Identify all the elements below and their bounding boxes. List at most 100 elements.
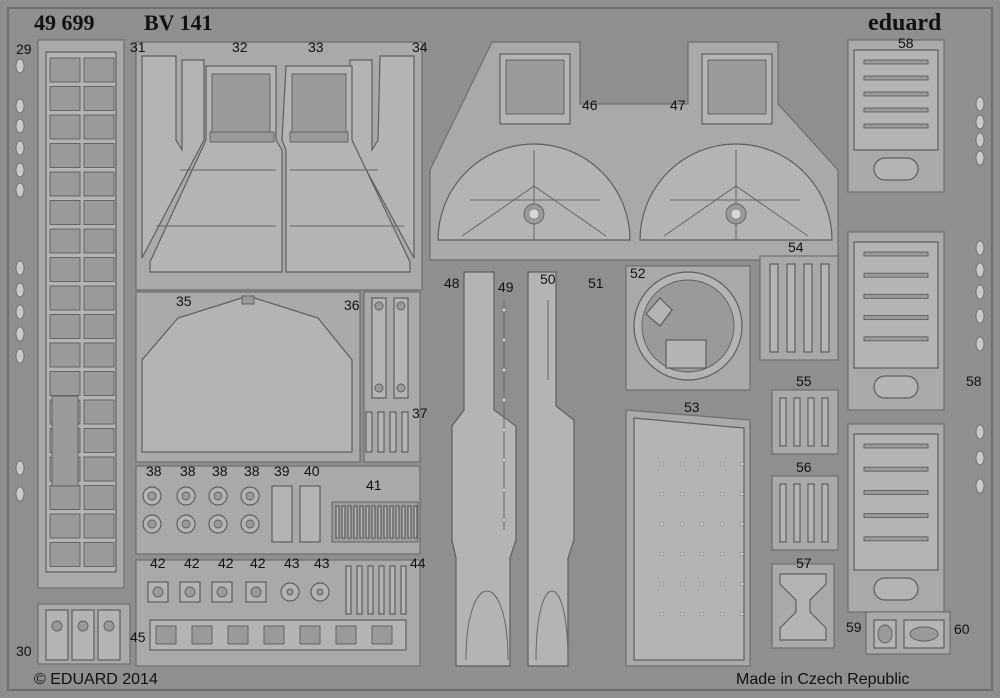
plate-hole	[699, 551, 705, 557]
ladder-cell	[83, 86, 115, 111]
frame-bar	[863, 336, 929, 342]
ladder-cell	[83, 314, 115, 339]
ladder-cell	[49, 57, 81, 83]
drop-shape	[975, 336, 985, 352]
ladder-cell	[83, 257, 115, 282]
drop-shape	[15, 140, 25, 156]
drop-shape	[15, 260, 25, 276]
frame-bar	[863, 489, 929, 495]
part-number-52: 52	[630, 265, 646, 281]
clip	[227, 625, 249, 645]
part-number-42-d: 42	[250, 555, 266, 571]
plate-hole	[719, 611, 725, 617]
plate-hole	[739, 491, 745, 497]
plate-hole	[679, 551, 685, 557]
part-number-60: 60	[954, 621, 970, 637]
rod-56	[793, 483, 801, 543]
plate-hole	[739, 521, 745, 527]
part-number-38-a: 38	[146, 463, 162, 479]
drop-shape	[975, 240, 985, 256]
strip-rivet	[501, 307, 507, 313]
pin	[356, 565, 363, 615]
ladder-cell	[83, 513, 115, 539]
part-number-44: 44	[410, 555, 426, 571]
parts-59-60-plates	[865, 611, 951, 655]
rod-54	[820, 263, 830, 353]
drop-shape	[975, 114, 985, 130]
knob-hole	[216, 586, 228, 598]
part-35-bulkhead	[135, 291, 361, 463]
drop-shape	[15, 182, 25, 198]
frame-bar	[863, 75, 929, 81]
drop-shape	[975, 96, 985, 112]
part-number-36: 36	[344, 297, 360, 313]
frame-bar	[863, 536, 929, 542]
frame-bar	[863, 123, 929, 129]
plate-hole	[699, 581, 705, 587]
copyright-text: © EDUARD 2014	[34, 671, 158, 688]
parts-31-34-panels	[135, 41, 423, 291]
plate-hole	[699, 611, 705, 617]
gauge-center	[147, 519, 157, 529]
pin	[400, 565, 407, 615]
frame-slot	[873, 375, 919, 399]
sheet-code: 49 699	[34, 10, 95, 35]
plate-hole	[699, 491, 705, 497]
grill-slat	[407, 505, 412, 539]
ladder-cell	[83, 371, 115, 396]
plate-hole	[699, 521, 705, 527]
knob-hole	[184, 586, 196, 598]
grill-slat	[413, 505, 418, 539]
part-number-35: 35	[176, 293, 192, 309]
ladder-cell	[49, 314, 81, 339]
ladder-cell	[49, 542, 81, 567]
brand-logo-text: eduard	[868, 10, 942, 36]
plate-hole	[739, 581, 745, 587]
frame-body	[853, 433, 939, 571]
rod-56	[821, 483, 829, 543]
ladder-cell	[83, 456, 115, 482]
plate-hole	[679, 581, 685, 587]
part-number-37: 37	[412, 405, 428, 421]
part-number-29: 29	[16, 41, 32, 57]
part-number-38-c: 38	[212, 463, 228, 479]
grill-slat	[395, 505, 400, 539]
rod-54	[769, 263, 779, 353]
rod-55	[793, 397, 801, 447]
plate-hole	[659, 551, 665, 557]
plate-hole	[679, 461, 685, 467]
plate-hole	[719, 551, 725, 557]
ladder-cell	[49, 513, 81, 539]
part-number-58-a: 58	[898, 35, 914, 51]
strip-rivet	[501, 397, 507, 403]
part-52-ring	[625, 265, 751, 391]
gauge-center	[245, 491, 255, 501]
ladder-cell	[49, 200, 81, 225]
drop-shape	[15, 162, 25, 178]
rod-56	[779, 483, 787, 543]
plate-hole	[719, 521, 725, 527]
part-number-46: 46	[582, 97, 598, 113]
part-30-small-brackets	[37, 603, 131, 665]
gauge-center	[213, 491, 223, 501]
part-53-floor-plate	[625, 409, 751, 667]
part-number-43-a: 43	[284, 555, 300, 571]
parts-46-47-bulkheads	[429, 41, 839, 261]
drop-shape	[975, 308, 985, 324]
plate-hole	[739, 551, 745, 557]
rod-55	[779, 397, 787, 447]
part-number-56: 56	[796, 459, 812, 475]
origin-text: Made in Czech Republic	[736, 671, 909, 688]
part-number-43-b: 43	[314, 555, 330, 571]
gauge-center	[147, 491, 157, 501]
part-number-33: 33	[308, 39, 324, 55]
frame-bar	[863, 293, 929, 299]
ladder-cell	[49, 257, 81, 282]
ladder-cell	[83, 171, 115, 197]
part-58-frames	[847, 39, 945, 613]
part-number-40: 40	[304, 463, 320, 479]
plate-hole	[659, 581, 665, 587]
clip	[155, 625, 177, 645]
ladder-cell	[83, 485, 115, 510]
